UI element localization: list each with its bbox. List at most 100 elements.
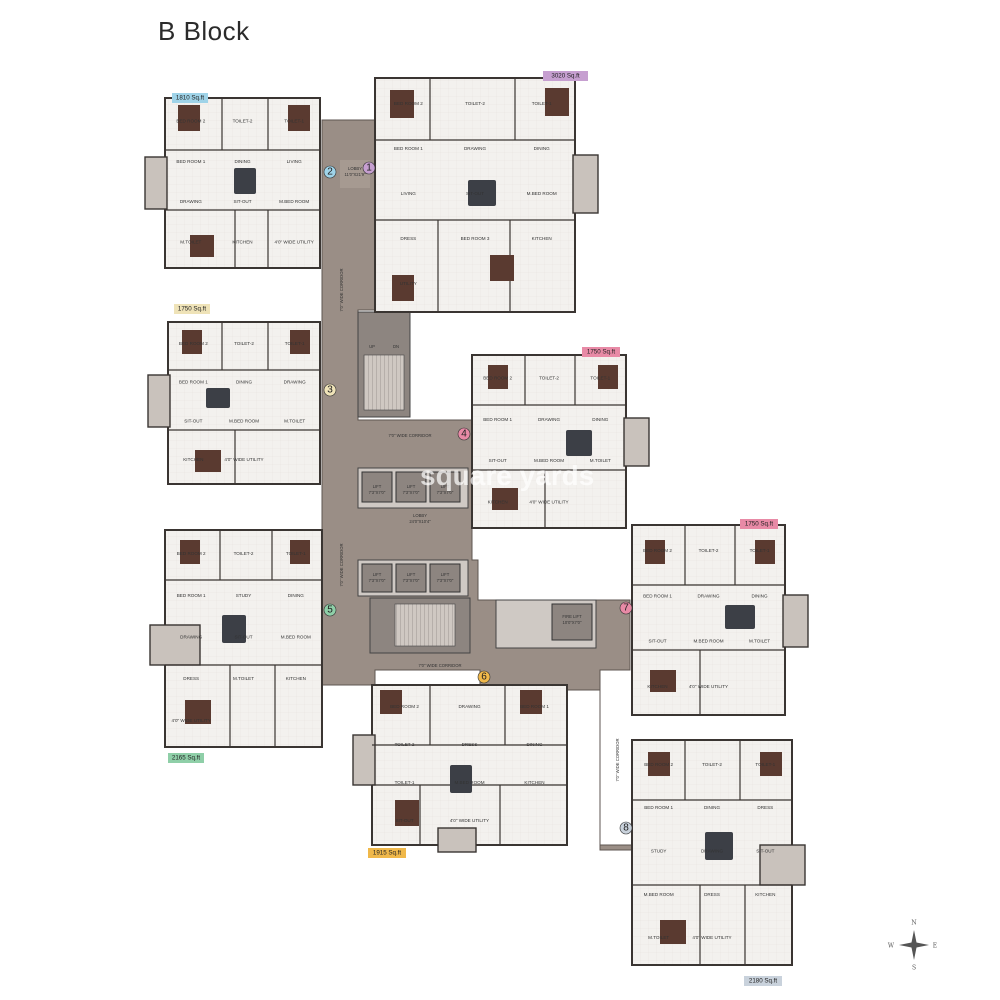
corridor-system: LOBBY 11'0"X21'9" 7'0" WIDE CORRIDOR 7'0…	[321, 119, 633, 851]
room-label: LIVING	[287, 159, 302, 164]
room-label: DINING	[592, 417, 609, 422]
room-label: DRAWING	[284, 380, 306, 385]
lift-6	[429, 563, 461, 593]
lift-6-label: LIFT	[441, 572, 450, 577]
room-label: DINING	[236, 380, 253, 385]
room-label: M.TOILET	[233, 676, 254, 681]
lift-5	[395, 563, 427, 593]
room-label: SIT-OUT	[648, 639, 666, 644]
area-badge-label: 3020 Sq.ft	[551, 73, 579, 80]
core-right: FIRE LIFT 10'0"X7'0"	[495, 599, 597, 649]
area-badge	[740, 519, 778, 529]
lift-2-dim: 7'3"X7'0"	[403, 490, 420, 495]
furniture	[178, 88, 782, 944]
room-label: M.TOILET	[590, 458, 611, 463]
room-label: DRESS	[462, 742, 478, 747]
area-badge	[172, 93, 208, 103]
room-label: 4'0" WIDE UTILITY	[689, 684, 728, 689]
room-label: DRAWING	[464, 146, 486, 151]
lift-3-label: LIFT	[441, 484, 450, 489]
room-label: BED ROOM 1	[394, 146, 423, 151]
stair-dn-label: DN	[393, 344, 399, 349]
room-label: BED ROOM 1	[177, 593, 206, 598]
compass: N S E W	[888, 920, 937, 972]
room-label: KITCHEN	[183, 457, 203, 462]
unit-number-marker	[323, 165, 337, 179]
compass-n: N	[911, 920, 916, 927]
room-label: DRESS	[183, 676, 199, 681]
room-label: M.BED ROOM	[279, 199, 309, 204]
area-badge-label: 2180 Sq.ft	[749, 978, 777, 985]
room-label: TOILET-1	[286, 551, 306, 556]
room-label: TOILET-2	[233, 118, 253, 123]
core-stairs-bottom	[369, 597, 471, 654]
room-label: DRAWING	[701, 849, 723, 854]
room-label: M.BED ROOM	[644, 892, 674, 897]
lift-5-dim: 7'3"X7'0"	[403, 578, 420, 583]
room-label: TOILET-2	[395, 742, 415, 747]
room-label: STUDY	[236, 593, 252, 598]
room-label: KITCHEN	[488, 499, 508, 504]
room-label: KITCHEN	[232, 240, 252, 245]
room-label: BED ROOM 1	[643, 593, 672, 598]
lift-3-dim: 7'3"X7'0"	[437, 490, 454, 495]
room-label: M.BED ROOM	[454, 780, 484, 785]
room-label: BED ROOM 2	[394, 101, 423, 106]
lobby-top-dim: 11'0"X21'9"	[344, 172, 366, 177]
lift-4-label: LIFT	[373, 572, 382, 577]
room-label: TOILET-1	[532, 101, 552, 106]
room-label: TOILET-1	[590, 376, 610, 381]
room-label: TOILET-2	[699, 548, 719, 553]
corridor-label-h2: 7'0" WIDE CORRIDOR	[418, 663, 461, 668]
room-label: M.BED ROOM	[527, 191, 557, 196]
room-label: TOILET-2	[702, 762, 722, 767]
room-label: BED ROOM 3	[461, 236, 490, 241]
area-badge-label: 1750 Sq.ft	[587, 349, 615, 356]
fire-lift-label: FIRE LIFT	[562, 614, 582, 619]
unit-number-marker	[457, 427, 471, 441]
fire-lift-dim: 10'0"X7'0"	[562, 620, 582, 625]
room-label: DRAWING	[538, 417, 560, 422]
room-label: DRESS	[400, 236, 416, 241]
area-badge	[582, 347, 620, 357]
room-label: TOILET-1	[755, 762, 775, 767]
room-label: 4'0" WIDE UTILITY	[224, 457, 263, 462]
room-partitions	[165, 78, 792, 965]
corridor-label-h1: 7'0" WIDE CORRIDOR	[388, 433, 431, 438]
room-label: BED ROOM 2	[643, 548, 672, 553]
room-label: 4'0" WIDE UTILITY	[529, 499, 568, 504]
room-label: BED ROOM 1	[520, 704, 549, 709]
room-label: BED ROOM 2	[177, 551, 206, 556]
area-badge-label: 1750 Sq.ft	[178, 306, 206, 313]
area-badge	[744, 976, 782, 986]
room-label: 4'0" WIDE UTILITY	[172, 718, 211, 723]
unit-number: 4	[461, 429, 467, 440]
room-label: DRAWING	[180, 635, 202, 640]
corridor-label-v1: 7'0" WIDE CORRIDOR	[339, 268, 344, 311]
room-label: SIT-OUT	[466, 191, 484, 196]
lift-3	[429, 471, 461, 503]
unit-number: 7	[623, 603, 629, 614]
fire-lift	[551, 603, 593, 641]
room-label: BED ROOM 2	[179, 341, 208, 346]
room-label: KITCHEN	[755, 892, 775, 897]
area-badge	[168, 753, 204, 763]
room-label: BED ROOM 2	[644, 762, 673, 767]
page-title: B Block	[158, 16, 250, 46]
area-badge-label: 1915 Sq.ft	[373, 850, 401, 857]
room-label: M.BED ROOM	[534, 458, 564, 463]
room-label: SIT-OUT	[756, 849, 774, 854]
area-badge	[368, 848, 406, 858]
area-badge	[174, 304, 210, 314]
room-label: M.TOILET	[648, 935, 669, 940]
compass-e: E	[933, 943, 937, 950]
unit-number: 3	[327, 385, 333, 396]
room-label: DRAWING	[180, 199, 202, 204]
room-label: LIVING	[401, 191, 416, 196]
room-label: TOILET-1	[395, 780, 415, 785]
lobby-mid-dim: 24'0"X10'4"	[409, 519, 431, 524]
stair-up-label: UP	[369, 344, 375, 349]
unit-number-marker	[619, 601, 633, 615]
